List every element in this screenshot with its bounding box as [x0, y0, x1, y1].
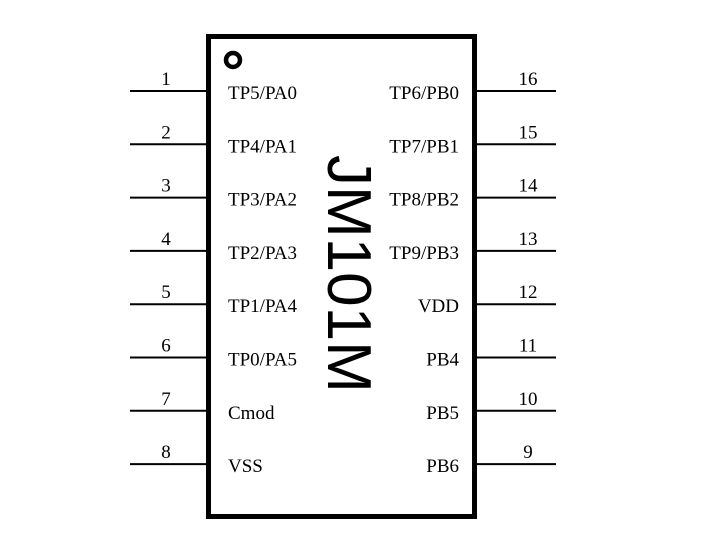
- pin-number: 11: [519, 336, 537, 357]
- pin-label: VDD: [418, 296, 459, 317]
- pin-number: 8: [161, 442, 171, 463]
- pin-label: TP8/PB2: [389, 190, 459, 211]
- pin-label: TP0/PA5: [228, 350, 297, 371]
- pin-number: 5: [161, 282, 171, 303]
- pin-label: TP2/PA3: [228, 243, 297, 264]
- pin-number: 1: [161, 69, 171, 90]
- pin-number: 16: [519, 69, 538, 90]
- pin-number: 6: [161, 336, 171, 357]
- pin-number: 14: [519, 176, 539, 197]
- pin-label: PB5: [426, 403, 459, 424]
- pin-label: TP5/PA0: [228, 83, 297, 104]
- pin-label: TP1/PA4: [228, 296, 297, 317]
- pin-number: 13: [519, 229, 538, 250]
- pin-label: TP6/PB0: [389, 83, 459, 104]
- pin-number: 15: [519, 122, 538, 143]
- pin-number: 4: [161, 229, 171, 250]
- pin-number: 9: [523, 442, 533, 463]
- pin-label: PB4: [426, 350, 459, 371]
- pin-number: 3: [161, 176, 171, 197]
- pin-number: 12: [519, 282, 538, 303]
- pin-label: TP3/PA2: [228, 190, 297, 211]
- pin1-marker-icon: [223, 50, 243, 70]
- pin-label: TP7/PB1: [389, 136, 459, 157]
- pin-label: VSS: [228, 456, 263, 477]
- pin-label: TP4/PA1: [228, 136, 297, 157]
- pin-number: 10: [519, 389, 538, 410]
- pin-label: Cmod: [228, 403, 275, 424]
- pin-label: TP9/PB3: [389, 243, 459, 264]
- pin-number: 2: [161, 122, 171, 143]
- pin-number: 7: [161, 389, 171, 410]
- pin-label: PB6: [426, 456, 459, 477]
- part-number: JM101M: [314, 155, 383, 393]
- chip-body: [206, 34, 477, 519]
